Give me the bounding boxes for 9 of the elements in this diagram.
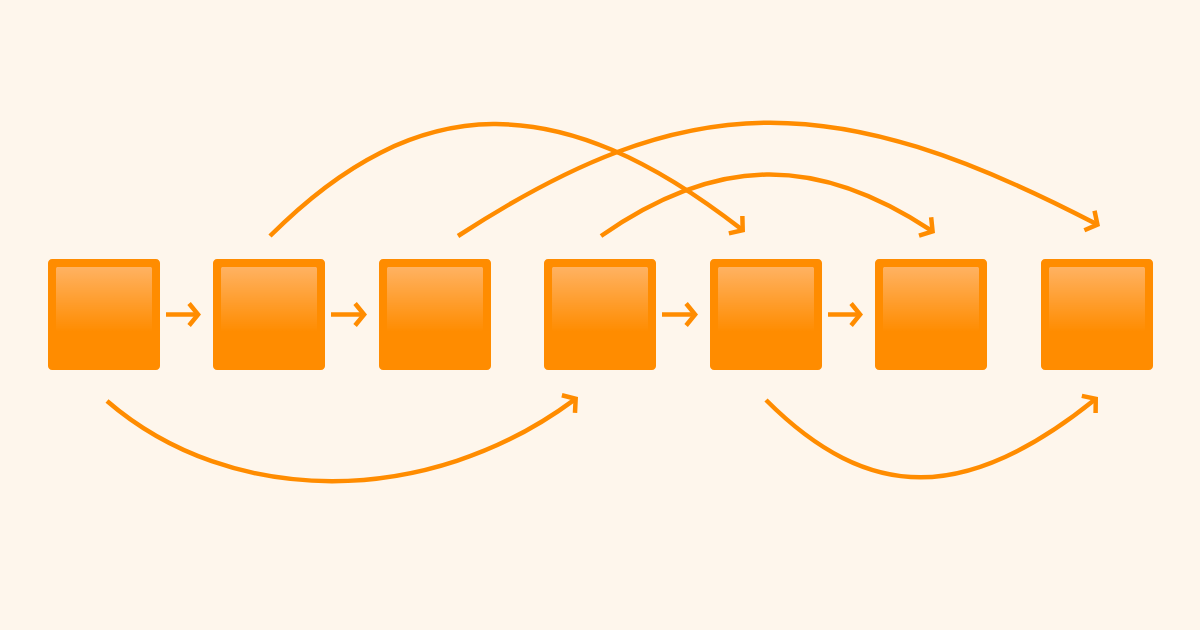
curved-arrow [599,172,935,238]
curved-arrow [456,120,1100,238]
curved-arrow [105,393,578,484]
curved-arrow [764,393,1098,480]
arrow [662,302,698,327]
arrow [331,302,367,327]
arrow [828,302,863,327]
arrow [166,302,201,327]
curved-arrow [268,121,745,238]
